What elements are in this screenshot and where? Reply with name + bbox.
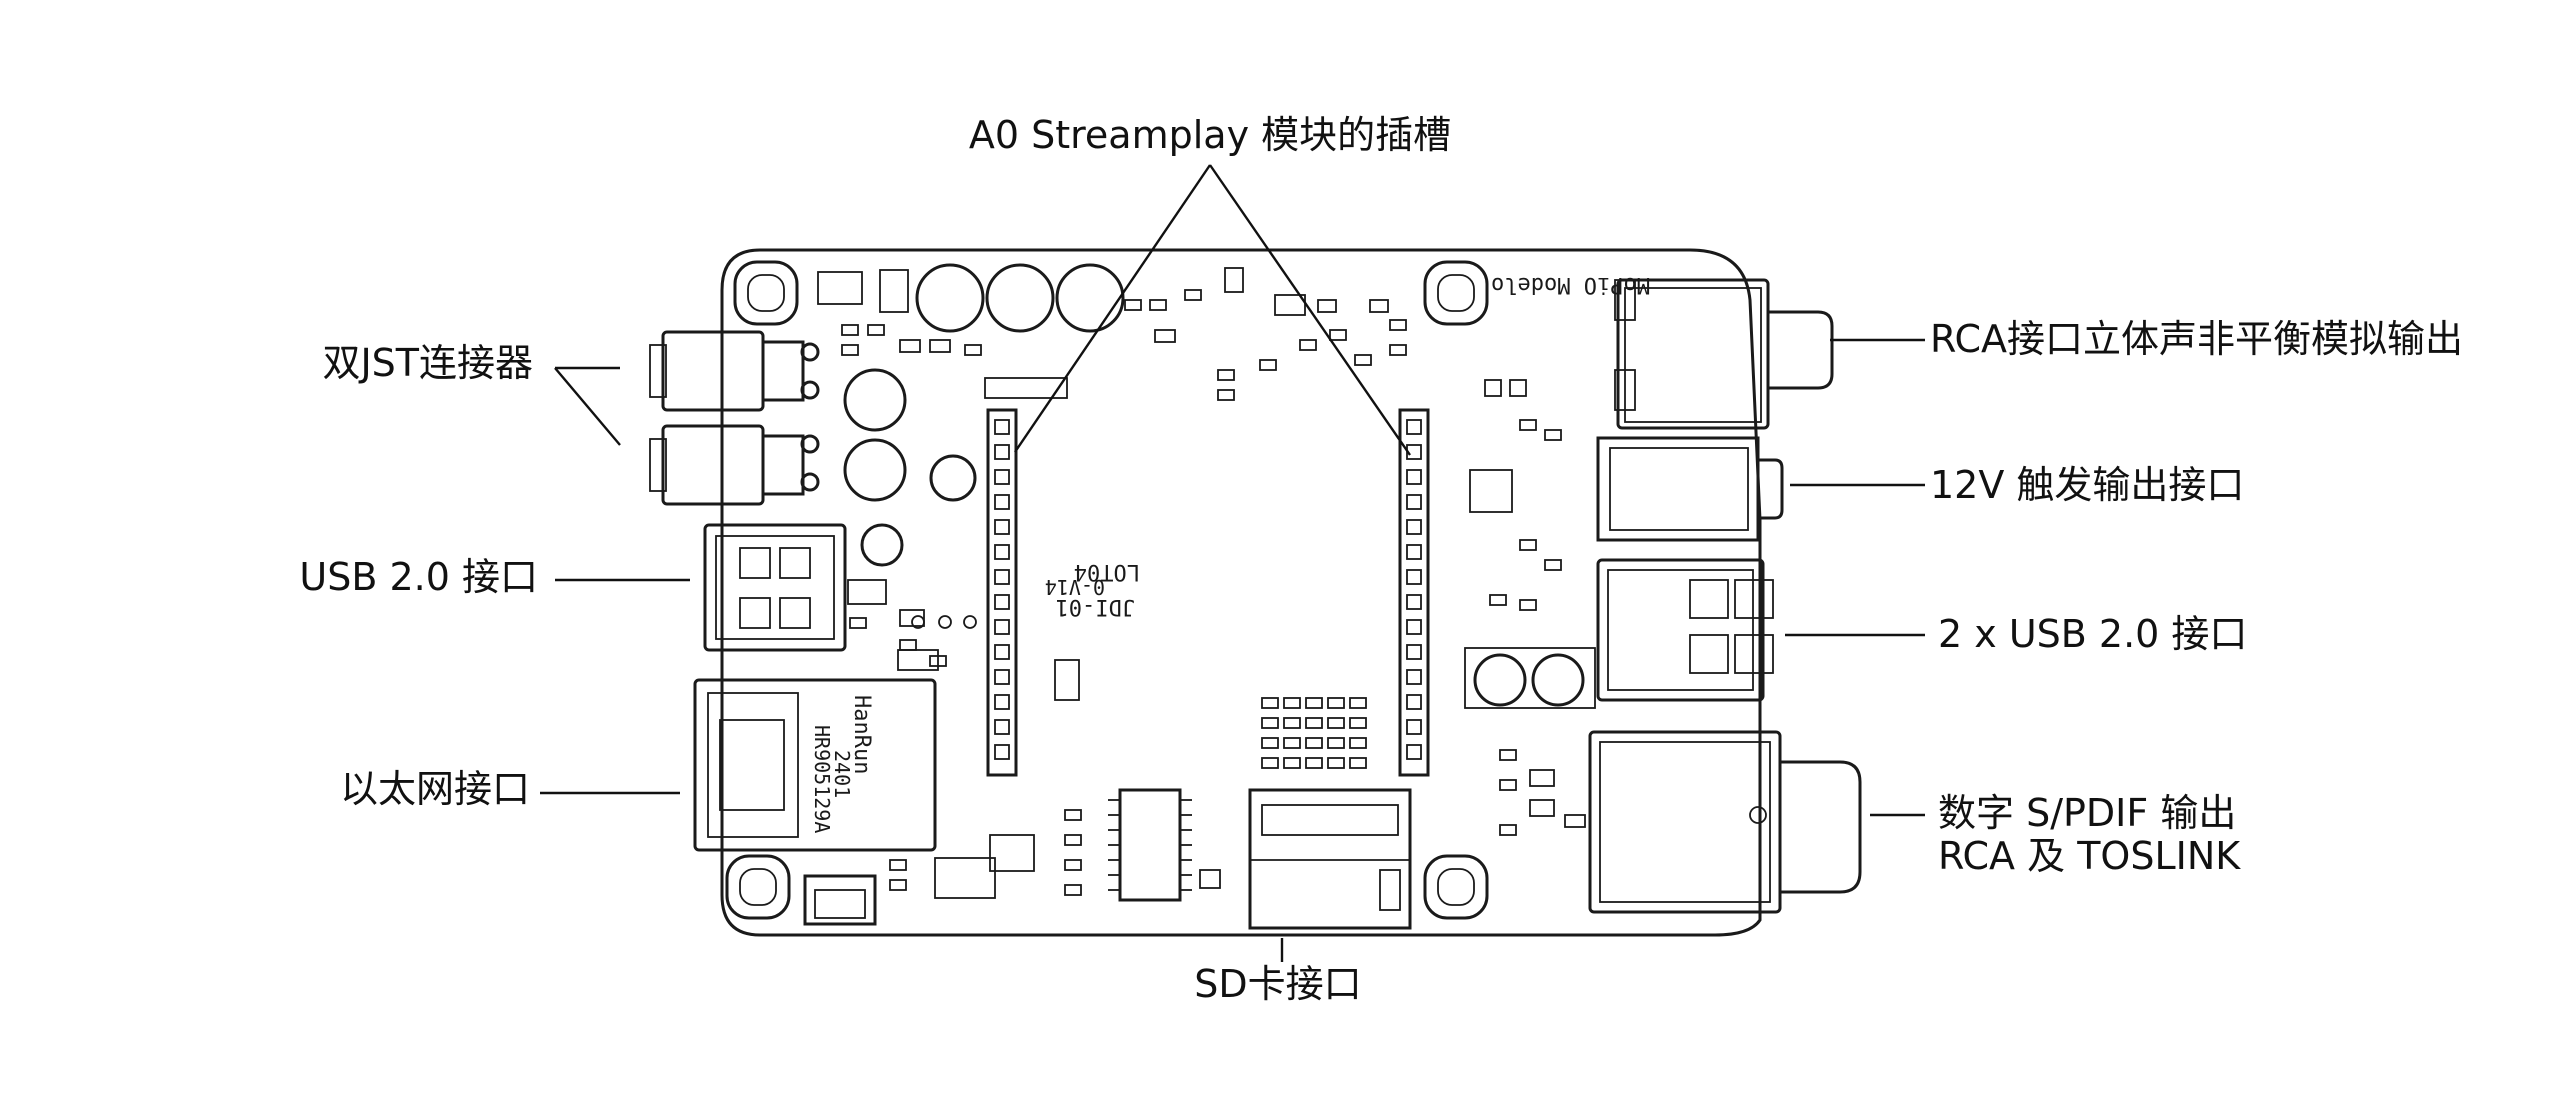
label-ethernet: 以太网接口 [340, 767, 530, 811]
magjack-lot: 2401 [830, 750, 854, 798]
label-spdif-line2: RCA 及 TOSLINK [1938, 834, 2241, 878]
mounting-hole-icon [733, 260, 799, 326]
mounting-hole-icon [1423, 260, 1489, 326]
resistor-array [1261, 697, 1367, 769]
chip-text: JDI-01 [1056, 594, 1135, 619]
center-silkscreen: JDI-01 LOT04 0-V14 [1045, 559, 1140, 701]
mounting-hole-icon [1423, 854, 1489, 920]
bottom-left-components [803, 834, 1035, 926]
label-spdif-line1: 数字 S/PDIF 输出 [1938, 791, 2236, 835]
label-trigger-12v: 12V 触发输出接口 [1930, 463, 2244, 507]
callout-labels: A0 Streamplay 模块的插槽 双JST连接器 USB 2.0 接口 以… [299, 113, 2463, 1006]
label-usb-dual: 2 x USB 2.0 接口 [1938, 612, 2247, 656]
jst-connector-top [649, 330, 820, 412]
leader-jst-bottom [554, 367, 621, 446]
label-usb-left: USB 2.0 接口 [299, 555, 538, 599]
ethernet-port: HanRun HR905129A 2401 [693, 678, 937, 852]
sd-card-slot [1248, 788, 1412, 930]
rev-text: 0-V14 [1045, 575, 1105, 599]
smd-components [841, 267, 1407, 671]
spdif-toslink-jack [1499, 730, 1862, 914]
magjack-brand: HanRun [849, 695, 874, 774]
label-dual-jst: 双JST连接器 [322, 341, 533, 385]
mounting-hole-icon [725, 854, 791, 920]
leader-streamplay-right [1209, 164, 1411, 456]
usb-port-dual [1596, 558, 1774, 702]
leader-streamplay-left [1014, 164, 1211, 453]
board-brand-text: MoPiO Modelo [1491, 272, 1650, 297]
ic-chip [1064, 788, 1221, 902]
label-rca-analog: RCA接口立体声非平衡模拟输出 [1930, 317, 2463, 361]
capacitor-row [817, 263, 1125, 567]
streamplay-header-right [1398, 408, 1430, 777]
usb-port-left [703, 523, 847, 652]
jst-connector-bottom [649, 424, 820, 506]
leader-lines [540, 164, 1925, 962]
label-streamplay-slot: A0 Streamplay 模块的插槽 [969, 113, 1451, 157]
pcb-board: MoPiO Modelo [649, 248, 1862, 937]
rca-analog-jack [1614, 278, 1834, 430]
label-sd-card: SD卡接口 [1194, 962, 1361, 1006]
trigger-jack [1596, 436, 1784, 542]
lot-text: LOT04 [1074, 559, 1140, 584]
magjack-model: HR905129A [810, 725, 834, 833]
capacitor-pair-right [1464, 379, 1596, 709]
streamplay-header-left [984, 377, 1068, 777]
